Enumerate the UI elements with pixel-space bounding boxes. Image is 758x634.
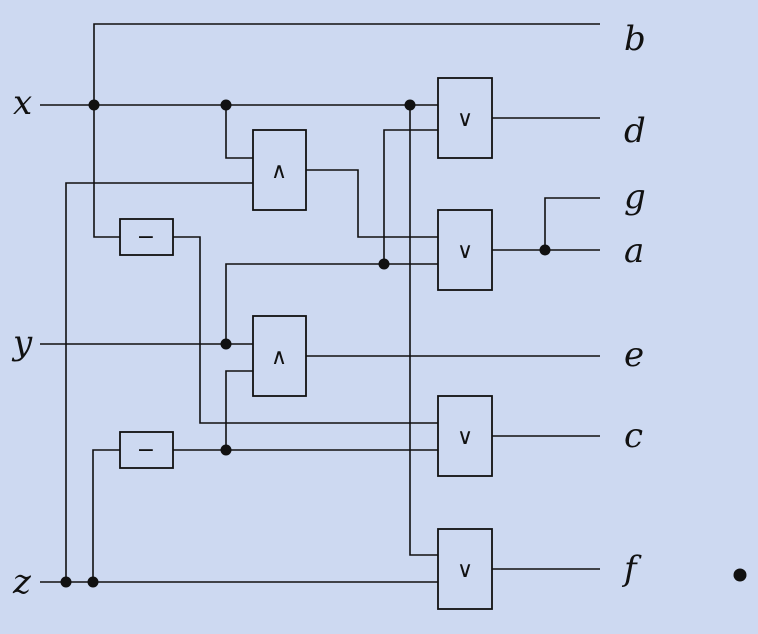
not-gate-top: − (119, 218, 174, 256)
wire-x-to-or-f (409, 105, 438, 556)
input-label-y: y (11, 323, 33, 363)
output-label-g: g (624, 177, 646, 217)
not-symbol: − (137, 438, 155, 463)
wire-g-branch (544, 197, 600, 250)
junction-dot (87, 576, 99, 588)
and-gate-mid: ∧ (252, 315, 307, 397)
wire-to-or-d-input2 (383, 129, 438, 264)
or-symbol: ∨ (457, 425, 473, 450)
wire-b-branch (93, 23, 600, 105)
output-label-e: e (624, 335, 644, 375)
and-symbol: ∧ (271, 345, 287, 370)
output-label-d: d (624, 111, 646, 151)
junction-dot (220, 99, 232, 111)
junction-dot (88, 99, 100, 111)
or-gate-a: ∨ (437, 209, 493, 291)
junction-dot (220, 444, 232, 456)
junction-dot (220, 338, 232, 350)
output-label-f: f (621, 549, 642, 589)
wire-x-to-not-top (93, 105, 120, 238)
wire-z-to-not-bottom (92, 449, 120, 582)
and-gate-top: ∧ (252, 129, 307, 211)
or-symbol: ∨ (457, 107, 473, 132)
wire-not-top-out (173, 236, 438, 424)
junction-dot (539, 244, 551, 256)
output-label-c: c (624, 416, 643, 456)
or-gate-f: ∨ (437, 528, 493, 610)
junction-dot (378, 258, 390, 270)
junction-dot (60, 576, 72, 588)
input-label-x: x (13, 83, 32, 123)
not-gate-bottom: − (119, 431, 174, 469)
junctions (60, 99, 747, 588)
or-gate-c: ∨ (437, 395, 493, 477)
wire-z-to-and-top (65, 182, 253, 582)
or-symbol: ∨ (457, 558, 473, 583)
wire-x-to-and-top (225, 105, 253, 159)
stray-dot (733, 568, 747, 582)
or-symbol: ∨ (457, 239, 473, 264)
junction-dot (404, 99, 416, 111)
or-gate-d: ∨ (437, 77, 493, 159)
wire-and-top-out (306, 169, 438, 238)
output-label-b: b (624, 19, 646, 59)
wire-not-bottom-to-and-mid (225, 370, 253, 450)
input-label-z: z (12, 562, 32, 602)
not-symbol: − (137, 225, 155, 250)
wires (40, 23, 600, 583)
wire-y-to-or-a (225, 263, 438, 344)
output-label-a: a (624, 231, 644, 271)
and-symbol: ∧ (271, 159, 287, 184)
